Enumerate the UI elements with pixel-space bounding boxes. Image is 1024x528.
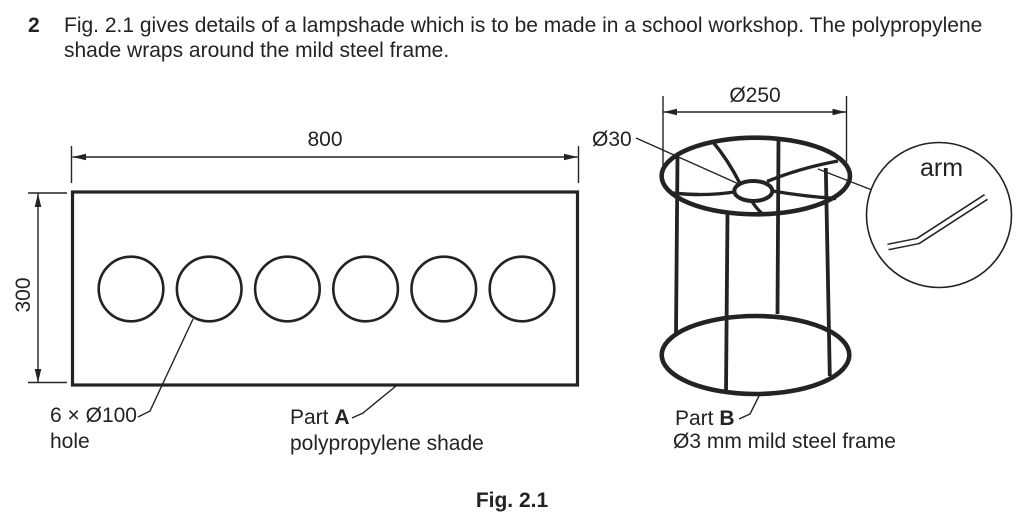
arm-detail-label: arm [920,154,964,182]
arrowhead-right [832,108,846,116]
hole-circle [332,255,400,323]
bottom-ring [659,313,852,397]
hole-leader-line [137,318,194,418]
frame-spoke [711,140,742,184]
detail-leader-line [817,168,873,191]
arrowhead-top [34,193,42,207]
question-line-1: Fig. 2.1 gives details of a lampshade wh… [64,14,983,37]
frame-leg [775,138,781,315]
arrowhead-bottom [34,369,42,383]
hub-dimension-label: Ø30 [592,128,632,151]
part-a-label: Part A [290,406,350,430]
hole-callout-line2: hole [50,430,90,453]
hole-circle [175,255,243,323]
hub-ring [732,179,775,203]
hole-circle [410,255,478,323]
figure-caption: Fig. 2.1 [475,489,549,512]
part-a-leader-line [351,385,397,419]
detail-balloon-circle [865,141,1013,289]
frame-spoke [671,190,735,197]
part-b-material: Ø3 mm mild steel frame [673,430,896,453]
diameter-dimension-label: Ø250 [729,84,781,107]
question-number: 2 [28,14,40,37]
hole-circle [97,255,165,323]
part-a-prefix: Part [290,406,335,429]
hole-circle [253,255,321,323]
height-dimension-label: 300 [12,277,36,313]
part-b-letter: B [719,407,735,430]
arm-rod-fill [887,195,988,249]
width-dimension-label: 800 [307,128,343,151]
frame-spoke [766,159,839,184]
part-b-prefix: Part [675,407,720,430]
hub-leader-line [635,137,742,186]
part-a-material: polypropylene shade [290,432,484,455]
part-a-letter: A [334,406,350,429]
arrowhead-right [564,153,578,161]
frame-leg [674,156,680,335]
frame-leg [724,212,730,394]
question-line-2: shade wraps around the mild steel frame. [64,39,450,62]
top-ring [659,135,853,217]
part-b-leader-line [738,393,761,420]
part-a-outline [70,190,580,387]
question-text: Fig. 2.1 gives details of a lampshade wh… [64,13,982,63]
hole-circle [488,255,556,323]
arrowhead-left [663,108,677,116]
part-b-label: Part B [675,407,735,431]
arrowhead-left [72,153,86,161]
hole-callout-line1: 6 × Ø100 [50,404,137,427]
